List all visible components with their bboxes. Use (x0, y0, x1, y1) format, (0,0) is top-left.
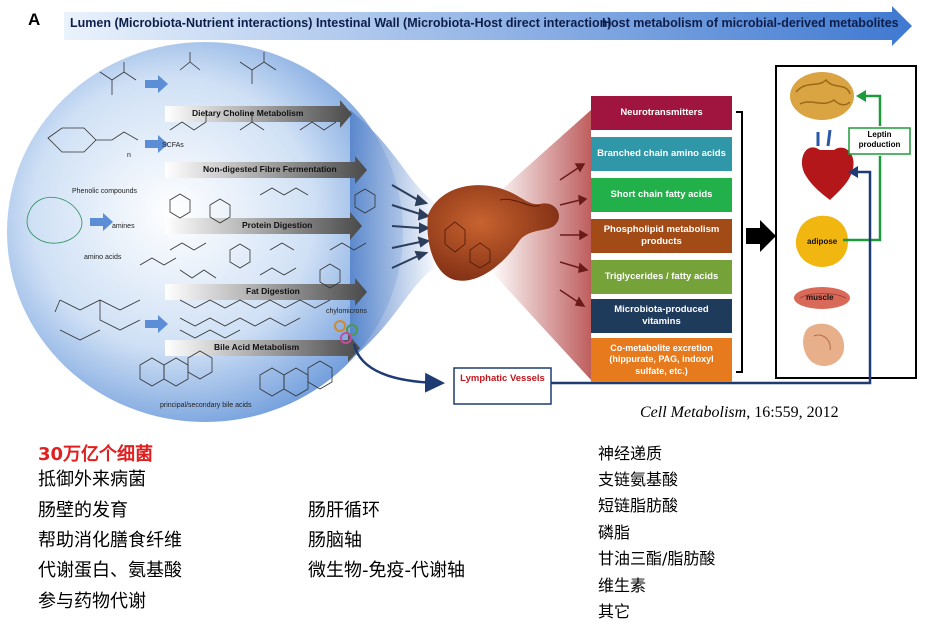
arrows-to-liver (391, 184, 431, 269)
top-band-wall: Intestinal Wall (Microbiota-Host direct … (316, 16, 612, 30)
label-bile-acids: principal/secondary bile acids (160, 402, 252, 409)
organs-panel (775, 65, 917, 379)
process-choline: Dietary Choline Metabolism (192, 108, 304, 118)
metabolite-triglycerides: Triglycerides / fatty acids (591, 260, 732, 294)
citation: Cell Metabolism, 16:559, 2012 (640, 404, 839, 422)
process-protein: Protein Digestion (242, 220, 313, 230)
metabolite-bcaa: Branched chain amino acids (591, 137, 732, 171)
top-band-lumen: Lumen (Microbiota-Nutrient interactions) (70, 16, 313, 30)
note-right-1: 神经递质 (598, 444, 663, 463)
note-left-5: 参与药物代谢 (38, 591, 146, 612)
metabolite-scfa: Short chain fatty acids (591, 178, 732, 212)
note-right-2: 支链氨基酸 (598, 470, 679, 489)
note-right-7: 其它 (598, 602, 631, 621)
note-middle-3: 微生物-免疫-代谢轴 (308, 560, 465, 581)
leptin-label: Leptin production (858, 130, 901, 149)
process-fibre: Non-digested Fibre Fermentation (203, 164, 337, 174)
citation-details: , 16:559, 2012 (746, 404, 839, 421)
note-left-2: 肠壁的发育 (38, 500, 128, 521)
organ-muscle: muscle (806, 293, 834, 302)
label-amino-acids: amino acids (84, 254, 122, 261)
metabolite-co-excretion: Co-metabolite excretion (hippurate, PAG,… (591, 338, 732, 382)
note-right-5: 甘油三酯/脂肪酸 (598, 549, 716, 568)
organ-adipose: adipose (807, 237, 838, 246)
liver-illustration (427, 185, 560, 281)
label-phenolic: Phenolic compounds (72, 188, 137, 195)
note-middle-1: 肠肝循环 (308, 500, 380, 521)
note-right-3: 短链脂肪酸 (598, 496, 679, 515)
lumen-small-arrows (90, 75, 168, 333)
panel-letter: A (28, 10, 41, 29)
note-left-4: 代谢蛋白、氨基酸 (38, 560, 182, 581)
molecule-sketches (26, 52, 376, 397)
label-amines: amines (112, 223, 135, 230)
lymphatic-path (352, 166, 872, 405)
process-bile: Bile Acid Metabolism (214, 342, 300, 352)
lymphatic-label: Lymphatic Vessels (460, 373, 545, 384)
note-left-1: 抵御外来病菌 (38, 469, 146, 490)
label-scfas: SCFAs (162, 142, 184, 149)
leptin-loop (843, 90, 911, 242)
top-band-host: Host metabolism of microbial-derived met… (602, 16, 899, 30)
citation-journal: Cell Metabolism (640, 404, 747, 421)
note-highlight: 30万亿个细菌 (38, 444, 154, 465)
label-chylomicrons: chylomicrons (326, 308, 367, 315)
note-middle-2: 肠脑轴 (308, 530, 362, 551)
note-right-4: 磷脂 (598, 523, 631, 542)
note-left-3: 帮助消化膳食纤维 (38, 530, 182, 551)
metabolite-vitamins: Microbiota-produced vitamins (591, 299, 732, 333)
metabolite-neurotransmitters: Neurotransmitters (591, 96, 732, 130)
chylomicrons (334, 320, 358, 344)
metabolite-phospholipid: Phospholipid metabolism products (591, 219, 732, 253)
process-bars (165, 100, 367, 362)
process-fat: Fat Digestion (246, 286, 300, 296)
metabolite-bracket (736, 111, 776, 373)
note-right-6: 维生素 (598, 576, 647, 595)
label-n: n (127, 152, 131, 159)
top-band-arrow (64, 6, 912, 46)
liver-cone (490, 110, 591, 380)
